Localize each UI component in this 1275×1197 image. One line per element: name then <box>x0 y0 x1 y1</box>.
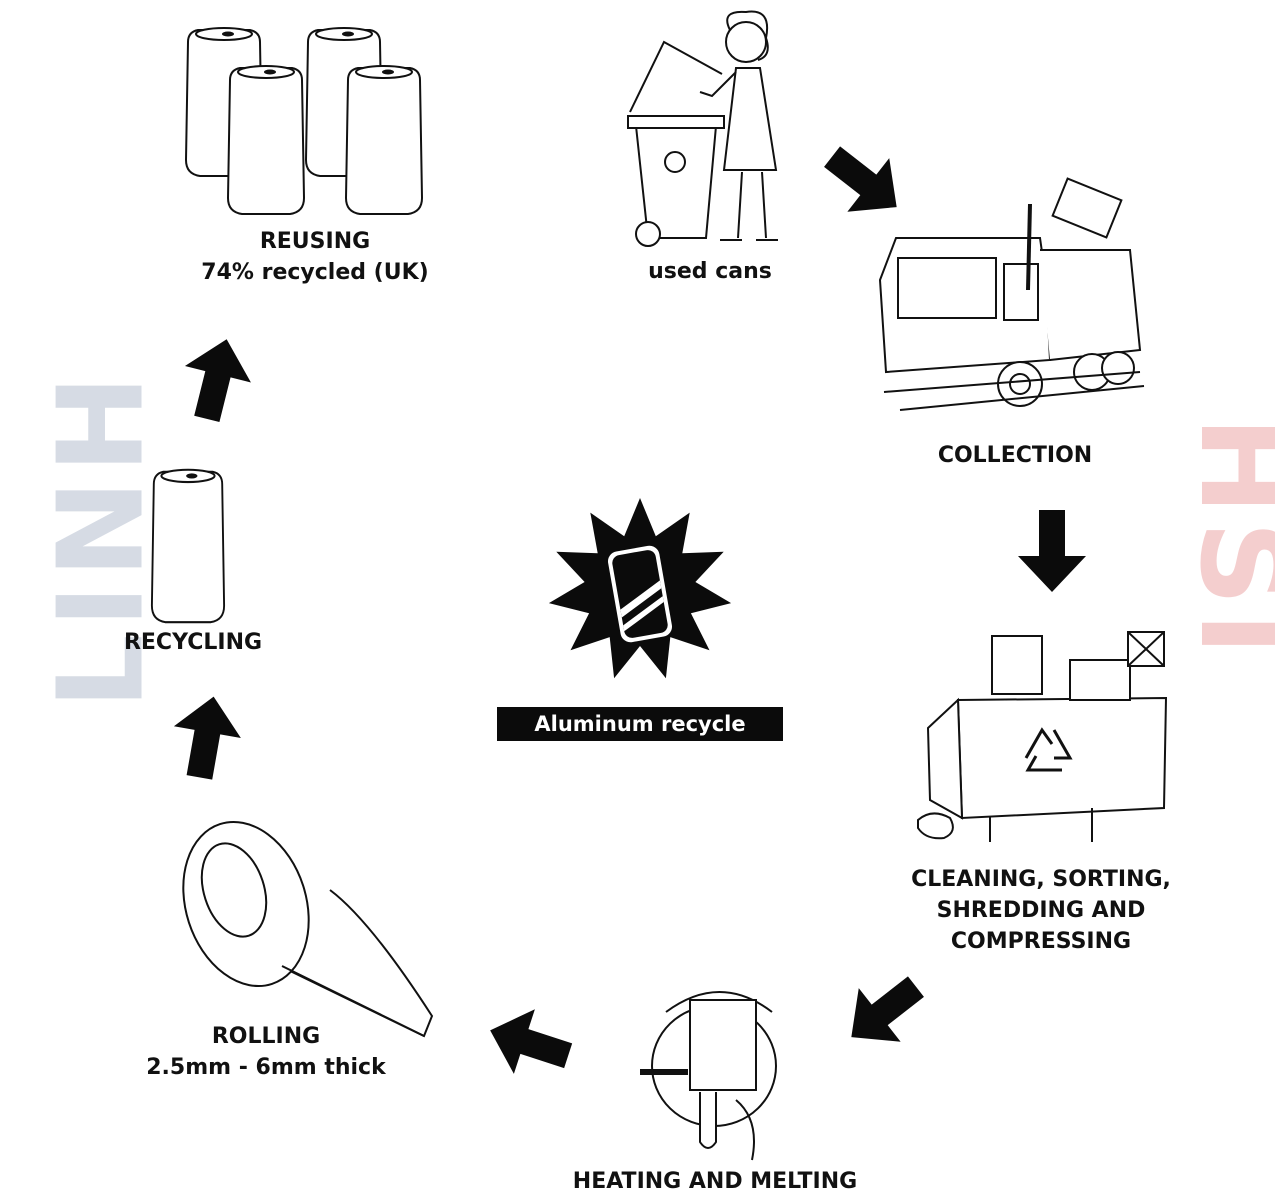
label-cleaning: CLEANING, SORTING, SHREDDING AND COMPRES… <box>911 867 1171 954</box>
label-heating: HEATING AND MELTING <box>572 1169 858 1194</box>
truck-icon <box>878 177 1145 411</box>
label-recycling: RECYCLING <box>123 630 263 655</box>
arrow-cleaning-to-heating <box>830 959 937 1064</box>
cans-group-icon <box>185 27 423 215</box>
star-can-icon <box>548 498 732 679</box>
arrow-collection-to-cleaning <box>1018 510 1086 592</box>
label-collection: COLLECTION <box>937 443 1093 468</box>
person-bin-icon <box>627 10 778 247</box>
crucible-icon <box>640 991 777 1161</box>
arrow-recycling-to-reusing <box>173 331 260 428</box>
arrow-cans-to-collection <box>811 129 918 234</box>
arrow-heating-to-rolling <box>479 998 579 1089</box>
label-rolling: ROLLING 2.5mm - 6mm thick <box>146 1024 386 1080</box>
arrow-rolling-to-recycling <box>165 690 248 784</box>
sheet-roll-icon <box>182 820 434 1038</box>
center-title: Aluminum recycle <box>497 707 783 741</box>
machine-icon <box>917 631 1168 842</box>
label-reusing: REUSING 74% recycled (UK) <box>201 229 429 285</box>
label-used-cans: used cans <box>648 259 772 284</box>
can-icon <box>150 468 226 624</box>
